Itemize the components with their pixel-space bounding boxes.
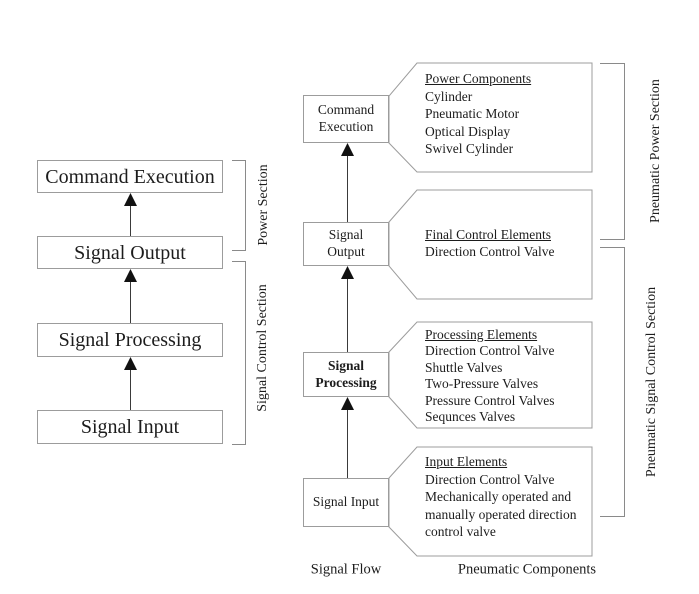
right-box-command-execution: Command Execution xyxy=(303,95,389,143)
pennant-item: Direction Control Valve xyxy=(425,471,555,487)
bracket-label-pneumatic-signal-control-section: Pneumatic Signal Control Section xyxy=(644,286,659,478)
pennant-shape-power-components xyxy=(388,62,593,173)
pennant-item: Shuttle Valves xyxy=(425,359,503,375)
pennant-item: Pneumatic Motor xyxy=(425,106,520,121)
pennant-shape-processing-elements xyxy=(388,321,593,429)
bracket-label-power-section: Power Section xyxy=(256,164,271,246)
pennant-item: Swivel Cylinder xyxy=(425,141,514,156)
arrow-head-right-input-processing xyxy=(341,397,354,410)
pennant-item: Two-Pressure Valves xyxy=(425,376,539,392)
bracket-pneumatic-power-section xyxy=(600,63,625,240)
pennant-title: Input Elements xyxy=(425,454,508,469)
arrow-head-right-processing-output xyxy=(341,266,354,279)
pennant-shape-input-elements xyxy=(388,446,593,557)
pennant-item: Optical Display xyxy=(425,123,511,139)
right-box-signal-output: Signal Output xyxy=(303,222,389,266)
left-box-command-execution: Command Execution xyxy=(37,160,223,193)
right-box-signal-processing: Signal Processing xyxy=(303,352,389,397)
pennant-item: Pressure Control Valves xyxy=(425,392,555,408)
arrow-head-left-output-command xyxy=(124,193,137,206)
left-box-signal-input: Signal Input xyxy=(37,410,223,444)
pennant-item: Direction Control Valve xyxy=(425,343,555,359)
pennant-final-control-elements: Final Control Elements Direction Control… xyxy=(425,226,589,260)
bracket-label-pneumatic-power-section: Pneumatic Power Section xyxy=(648,79,663,223)
pennant-title: Processing Elements xyxy=(425,327,538,342)
arrow-head-left-processing-output xyxy=(124,269,137,282)
arrow-head-left-input-processing xyxy=(124,357,137,370)
pennant-item: Cylinder xyxy=(425,88,473,104)
pennant-shape-final-control-elements xyxy=(388,189,593,300)
bracket-label-signal-control-section: Signal Control Section xyxy=(255,284,270,412)
bracket-power-section xyxy=(232,160,246,251)
pennant-title: Power Components xyxy=(425,71,532,86)
pennant-processing-elements: Processing Elements Direction Control Va… xyxy=(425,327,589,425)
pennant-title: Final Control Elements xyxy=(425,227,551,242)
pneumatic-components-caption: Pneumatic Components xyxy=(457,561,597,578)
bracket-signal-control-section xyxy=(232,261,246,445)
left-box-signal-processing: Signal Processing xyxy=(37,323,223,357)
signal-flow-caption: Signal Flow xyxy=(310,561,382,578)
pennant-item: Mechanically operated and manually opera… xyxy=(425,489,577,539)
arrow-head-right-output-command xyxy=(341,143,354,156)
bracket-pneumatic-signal-control-section xyxy=(600,247,625,517)
right-box-signal-input: Signal Input xyxy=(303,478,389,527)
left-box-signal-output: Signal Output xyxy=(37,236,223,269)
pennant-item: Direction Control Valve xyxy=(425,244,555,259)
pennant-item-list: Direction Control Valve xyxy=(425,243,589,260)
pennant-item: Sequnces Valves xyxy=(425,409,516,425)
